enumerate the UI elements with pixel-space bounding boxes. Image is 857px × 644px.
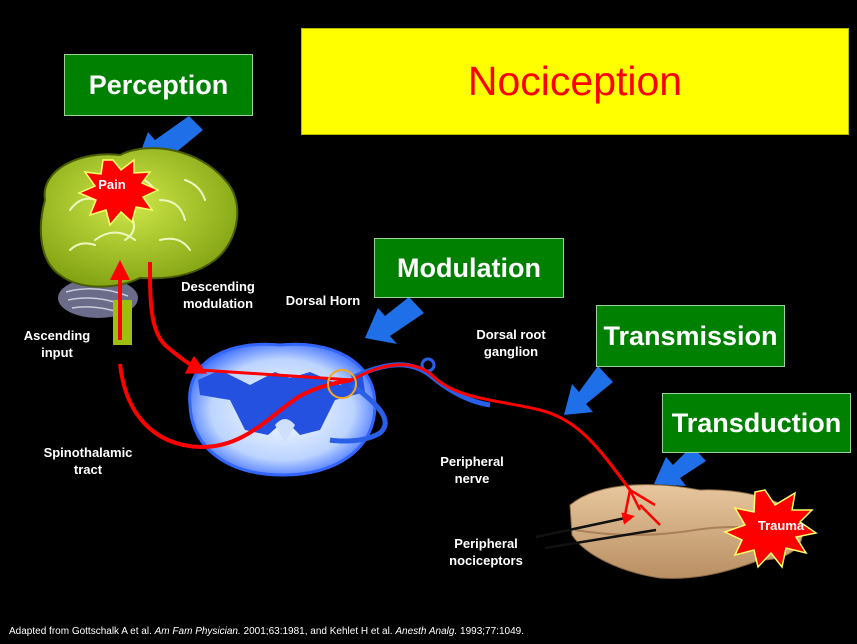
stage-box-perception: Perception (64, 54, 253, 116)
descending-modulation-line2: modulation (182, 296, 254, 311)
stage-box-modulation: Modulation (374, 238, 564, 298)
stage-label-perception: Perception (88, 69, 229, 100)
stage-label-transmission: Transmission (603, 320, 778, 351)
dorsal-root-ganglion-label: Dorsal root ganglion (466, 326, 556, 360)
citation-part3: 1993;77:1049. (457, 626, 524, 637)
pain-burst-icon (77, 158, 160, 227)
spinothalamic-tract-label: Spinothalamic tract (32, 444, 144, 478)
peripheral-nerve-line2: nerve (454, 471, 490, 486)
citation-part2: 2001;63:1981, and Kehlet H et al. (240, 626, 396, 637)
page-title: Nociception (467, 58, 683, 104)
stage-label-transduction: Transduction (671, 407, 842, 438)
spinothalamic-tract-line2: tract (73, 462, 103, 477)
pain-pathways (110, 260, 661, 526)
descending-modulation-label: Descending modulation (168, 278, 268, 312)
citation-journal1: Am Fam Physician. (154, 626, 241, 637)
ascending-input-label: Ascending input (14, 327, 100, 361)
arrow-transmission (564, 366, 613, 415)
citation-footer: Adapted from Gottschalk A et al. Am Fam … (9, 626, 524, 637)
ascending-input-line1: Ascending (23, 328, 91, 343)
peripheral-nerve-line1: Peripheral (440, 454, 504, 469)
dorsal-horn-label: Dorsal Horn (285, 293, 361, 308)
stage-label-modulation: Modulation (397, 252, 541, 283)
ascending-input-line2: input (41, 345, 73, 360)
peripheral-nociceptors-line1: Peripheral (454, 536, 518, 551)
title-box: Nociception (301, 28, 849, 135)
stage-box-transmission: Transmission (596, 305, 785, 367)
dorsal-root-ganglion-line2: ganglion (483, 344, 539, 359)
spinothalamic-tract-line1: Spinothalamic (43, 445, 133, 460)
arrow-transduction (654, 446, 706, 486)
peripheral-nociceptors-line2: nociceptors (449, 553, 523, 568)
peripheral-nociceptors-label: Peripheral nociceptors (436, 535, 536, 569)
citation-journal2: Anesth Analg. (395, 626, 458, 637)
descending-modulation-line1: Descending (181, 279, 255, 294)
stage-box-transduction: Transduction (662, 393, 851, 453)
citation-part1: Adapted from Gottschalk A et al. (9, 626, 155, 637)
dorsal-root-ganglion-line1: Dorsal root (476, 327, 546, 342)
peripheral-nerve-label: Peripheral nerve (430, 453, 514, 487)
nociceptor-pointers (535, 512, 657, 550)
trauma-burst-icon (723, 489, 818, 569)
trauma-label: Trauma (757, 518, 805, 533)
arrow-modulation (365, 297, 424, 344)
pain-label: Pain (98, 177, 126, 192)
